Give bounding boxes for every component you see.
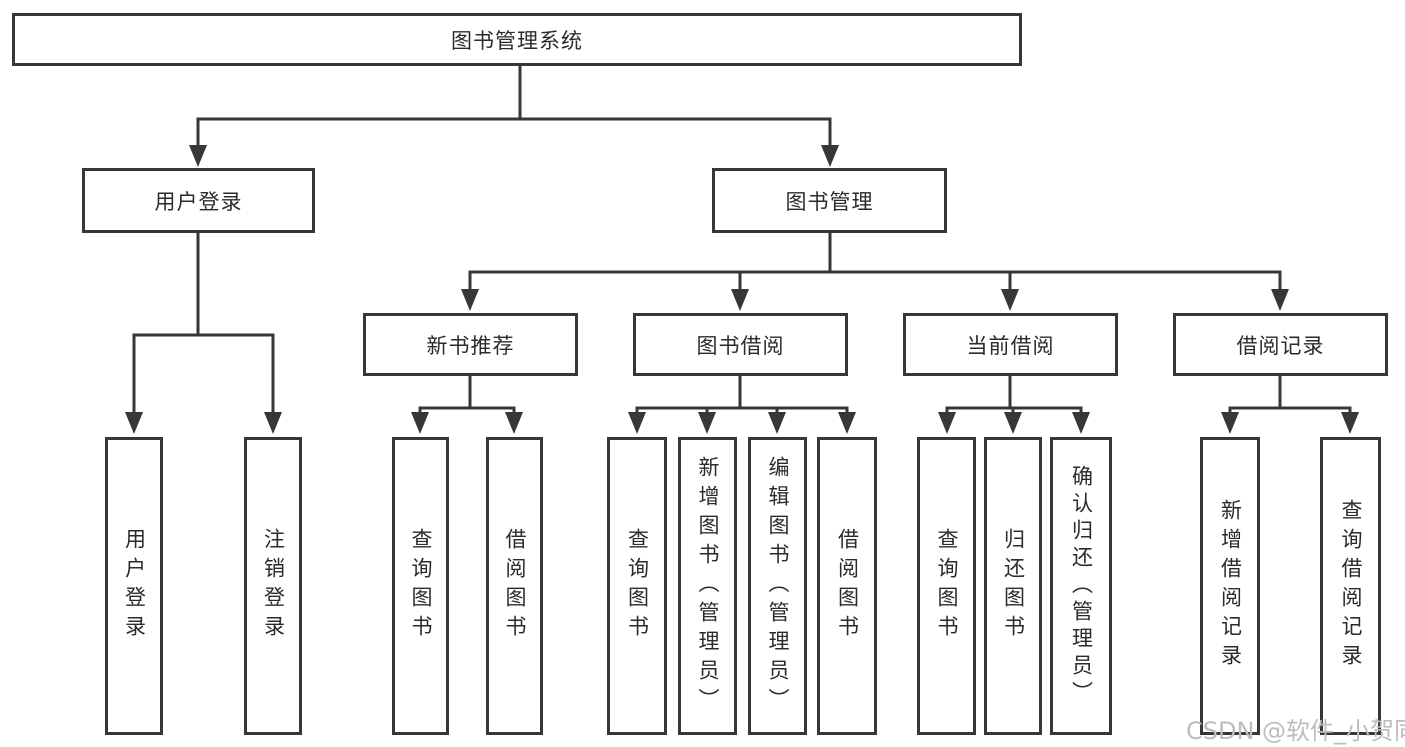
node-label: 新增图书（管理员）: [696, 455, 720, 717]
node-label: 查询图书: [625, 528, 650, 644]
node-label: 图书管理系统: [451, 28, 583, 53]
node-label: 注销登录: [261, 528, 286, 644]
node-leaf-query-book-2: 查询图书: [607, 437, 667, 735]
node-leaf-edit-book-admin: 编辑图书（管理员）: [748, 437, 807, 735]
node-leaf-add-borrow-record: 新增借阅记录: [1200, 437, 1260, 735]
node-label: 借阅记录: [1236, 333, 1325, 358]
connector-book-borrow-to-leaves: [628, 376, 856, 434]
node-label: 确认归还（管理员）: [1069, 464, 1094, 708]
connector-user-login-to-leaves: [125, 233, 282, 434]
node-label: 借阅图书: [503, 528, 527, 644]
node-leaf-add-book-admin: 新增图书（管理员）: [678, 437, 737, 735]
connector-root-to-level2: [189, 66, 839, 167]
connector-borrow-records-to-leaves: [1221, 376, 1359, 434]
node-leaf-user-login: 用户登录: [105, 437, 163, 735]
connector-new-book-rec-to-leaves: [411, 376, 523, 434]
node-leaf-query-book-3: 查询图书: [917, 437, 976, 735]
node-label: 查询图书: [935, 528, 959, 644]
node-borrow-records: 借阅记录: [1173, 313, 1388, 376]
node-label: 新增借阅记录: [1218, 499, 1243, 673]
node-new-book-recommend: 新书推荐: [363, 313, 578, 376]
node-label: 查询图书: [409, 528, 433, 644]
node-label: 图书借阅: [696, 333, 785, 358]
csdn-watermark: CSDN @软件_小贺同学: [1186, 717, 1405, 745]
node-leaf-return-book: 归还图书: [984, 437, 1042, 735]
node-label: 编辑图书（管理员）: [766, 455, 790, 717]
node-leaf-query-borrow-record: 查询借阅记录: [1320, 437, 1381, 735]
node-leaf-borrow-book-1: 借阅图书: [486, 437, 543, 735]
node-leaf-query-book-1: 查询图书: [392, 437, 449, 735]
node-label: 借阅图书: [835, 528, 860, 644]
node-leaf-logout: 注销登录: [244, 437, 302, 735]
node-label: 查询借阅记录: [1339, 499, 1363, 673]
node-current-borrow: 当前借阅: [903, 313, 1118, 376]
node-leaf-confirm-return-admin: 确认归还（管理员）: [1050, 437, 1112, 735]
node-book-management: 图书管理: [712, 168, 947, 233]
node-root: 图书管理系统: [12, 13, 1022, 66]
node-leaf-borrow-book-2: 借阅图书: [817, 437, 877, 735]
node-label: 图书管理: [785, 189, 874, 214]
node-label: 归还图书: [1001, 528, 1026, 644]
node-label: 当前借阅: [966, 333, 1055, 358]
connector-current-borrow-to-leaves: [938, 376, 1090, 434]
node-label: 用户登录: [122, 528, 147, 644]
node-book-borrow: 图书借阅: [633, 313, 848, 376]
node-label: 用户登录: [154, 189, 243, 214]
connector-book-mgmt-to-level3: [461, 233, 1289, 311]
node-user-login: 用户登录: [82, 168, 315, 233]
node-label: 新书推荐: [426, 333, 515, 358]
